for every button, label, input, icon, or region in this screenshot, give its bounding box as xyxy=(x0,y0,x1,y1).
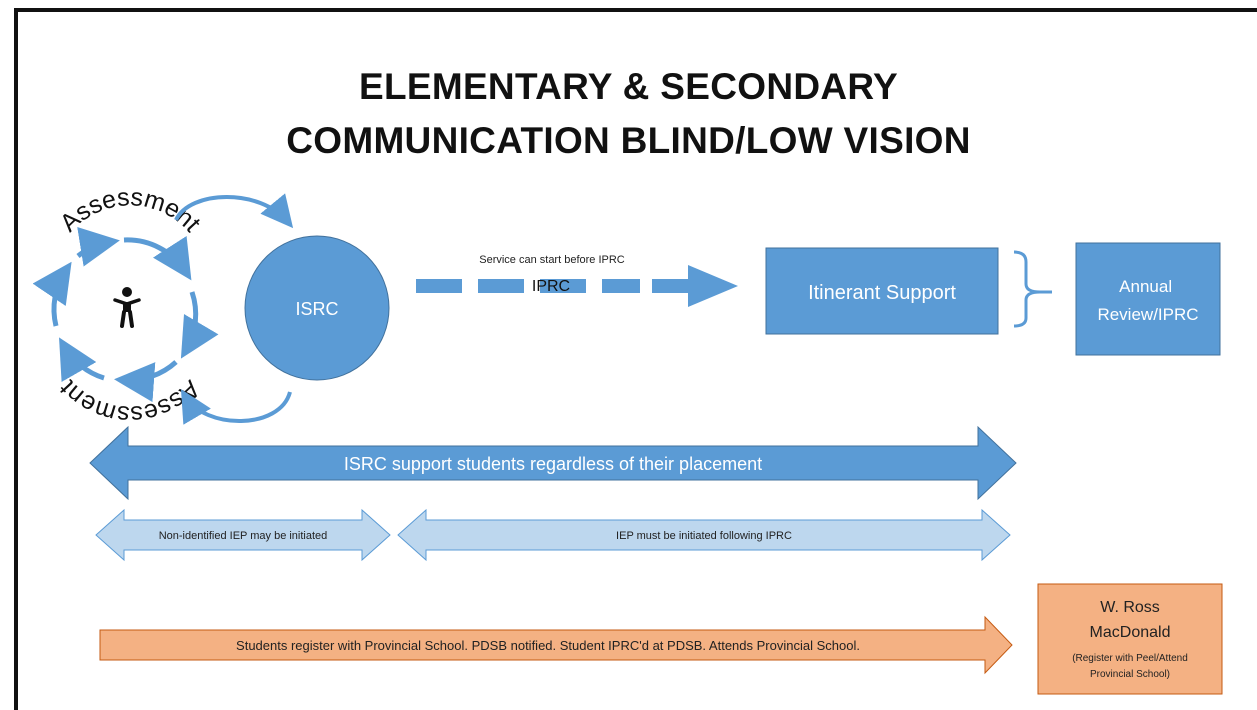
title-line-1: ELEMENTARY & SECONDARY xyxy=(358,66,899,107)
isrc-circle xyxy=(244,235,390,381)
isrc-label: ISRC xyxy=(295,299,338,319)
connector-arrow-top xyxy=(174,193,294,229)
provincial-arrow xyxy=(99,615,1013,675)
assessment-label-bottom: Assessment xyxy=(54,375,206,429)
title-line-2: COMMUNICATION BLIND/LOW VISION xyxy=(286,120,971,161)
iep-left-label: Non-identified IEP may be initiated xyxy=(159,530,328,542)
assessment-cycle: Assessment Assessment xyxy=(32,183,219,429)
wross-note-line1: (Register with Peel/Attend xyxy=(1072,653,1188,664)
cycle-arrow-5 xyxy=(32,261,72,327)
service-note: Service can start before IPRC xyxy=(479,254,625,266)
wross-name-line1: W. Ross xyxy=(1100,599,1160,616)
iprc-label: IPRC xyxy=(532,278,570,295)
wross-note-line2: Provincial School) xyxy=(1090,669,1170,680)
cycle-arrow-1 xyxy=(123,235,192,281)
itinerant-label: Itinerant Support xyxy=(808,282,956,304)
annual-review-box xyxy=(1075,242,1221,356)
support-arrow-label: ISRC support students regardless of thei… xyxy=(344,454,762,474)
iep-left-arrow xyxy=(95,508,391,562)
provincial-arrow-label: Students register with Provincial School… xyxy=(236,638,860,653)
wross-name-line2: MacDonald xyxy=(1090,624,1171,641)
person-icon xyxy=(113,287,141,328)
iep-right-arrow xyxy=(397,508,1011,562)
connector-arrow-bottom xyxy=(180,389,292,425)
annual-review-label: Annual Review/IPRC xyxy=(1097,277,1198,324)
cycle-arrow-3 xyxy=(114,360,178,403)
wross-box xyxy=(1037,583,1223,695)
cycle-arrow-6 xyxy=(76,227,120,267)
support-double-arrow xyxy=(89,425,1017,501)
cycle-arrow-2 xyxy=(180,291,219,359)
iep-right-label: IEP must be initiated following IPRC xyxy=(616,530,792,542)
service-arrow xyxy=(416,265,738,307)
itinerant-box xyxy=(765,247,999,335)
cycle-arrow-4 xyxy=(59,337,105,382)
bracket xyxy=(1013,250,1041,328)
